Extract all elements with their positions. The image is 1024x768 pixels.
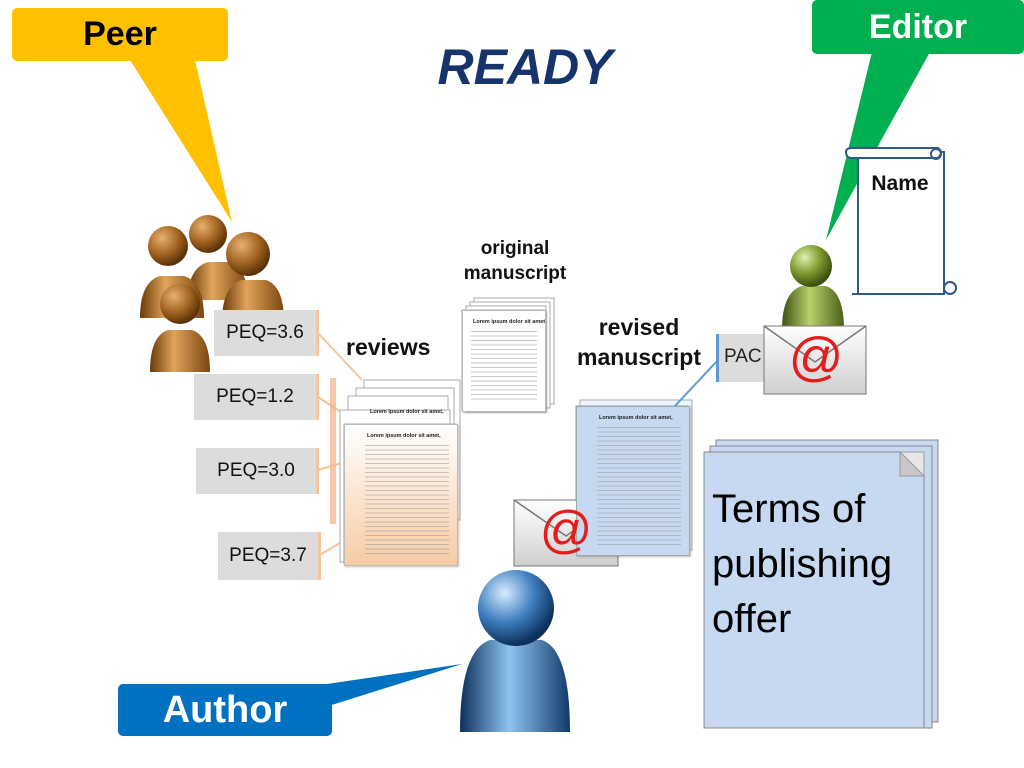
author-label: Author xyxy=(162,688,288,731)
page-title: READY xyxy=(437,39,613,95)
editor-envelope xyxy=(763,325,867,395)
peer-callout-box xyxy=(12,8,228,61)
peq-box-2: PEQ=1.2 xyxy=(194,374,319,420)
author-callout-pointer xyxy=(300,664,462,715)
review-page-back-heading: Lorem ipsum dolor sit amet, xyxy=(370,409,444,415)
peq-box-4: PEQ=3.7 xyxy=(218,532,321,580)
revised-manuscript-label: revised manuscript xyxy=(577,314,701,370)
peer-callout-pointer xyxy=(130,60,232,222)
name-scroll xyxy=(844,147,957,295)
author-callout-box xyxy=(118,684,332,736)
peq-box-3: PEQ=3.0 xyxy=(196,448,319,494)
reviews-label: reviews xyxy=(346,334,431,360)
author-at-symbol: @ xyxy=(539,501,593,559)
peer-label: Peer xyxy=(83,15,157,53)
peer-group-icon xyxy=(140,215,284,372)
original-manuscript-label: original manuscript xyxy=(463,238,567,284)
editor-callout-box xyxy=(812,0,1024,54)
editor-person-icon xyxy=(782,245,844,330)
review-page: Lorem ipsum dolor sit amet, xyxy=(344,424,458,566)
editor-label: Editor xyxy=(868,7,968,46)
original-manuscript-page: Lorem ipsum dolor sit amet, xyxy=(462,310,546,412)
editor-at-symbol: @ xyxy=(788,327,844,387)
pac-label: PAC xyxy=(724,346,762,367)
author-person-icon xyxy=(460,570,570,732)
terms-of-publishing-text: Terms of publishing offer xyxy=(712,487,893,641)
peq-box-1: PEQ=3.6 xyxy=(214,310,319,356)
revised-manuscript-page: Lorem ipsum dolor sit amet, xyxy=(576,406,690,556)
name-label: Name xyxy=(871,172,929,195)
terms-stack xyxy=(703,439,939,729)
editor-callout-pointer xyxy=(826,52,930,240)
